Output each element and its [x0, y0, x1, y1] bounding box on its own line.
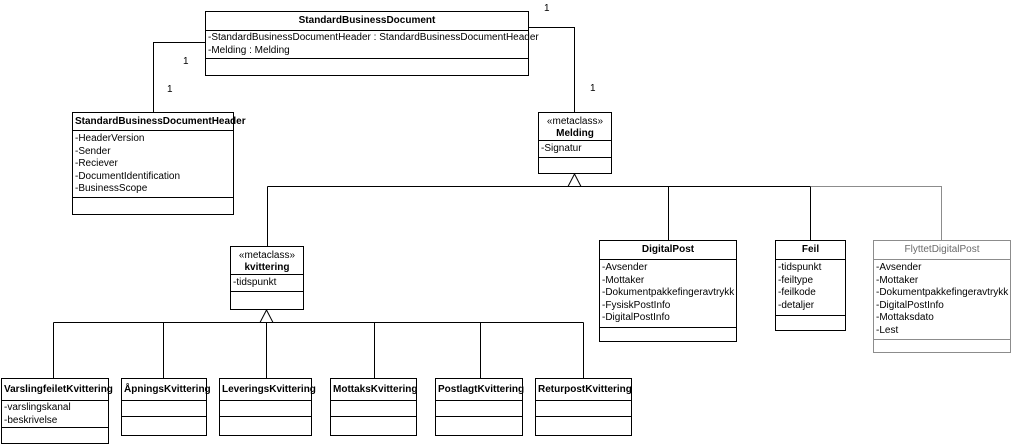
multiplicity-header-target: 1: [167, 84, 173, 95]
class-returpost-kvittering[interactable]: ReturpostKvittering: [535, 378, 632, 436]
class-name: VarslingfeiletKvittering: [4, 384, 113, 395]
attribute: -feiltype: [778, 274, 814, 286]
attribute: -Sender: [75, 145, 111, 157]
generalization-flyttet-line: [810, 186, 942, 240]
class-name: LeveringsKvittering: [222, 384, 316, 395]
class-flyttet-digital-post[interactable]: FlyttetDigitalPost -Avsender -Mottaker -…: [873, 240, 1011, 353]
class-standard-business-document[interactable]: StandardBusinessDocument -StandardBusine…: [205, 11, 539, 76]
attribute: -FysiskPostInfo: [602, 299, 671, 311]
class-melding[interactable]: «metaclass» Melding -Signatur: [538, 112, 612, 174]
class-feil[interactable]: Feil -tidspunkt -feiltype -feilkode -det…: [775, 240, 846, 331]
attribute: -tidspunkt: [778, 262, 822, 273]
class-name: StandardBusinessDocumentHeader: [75, 116, 246, 127]
class-digital-post[interactable]: DigitalPost -Avsender -Mottaker -Dokumen…: [599, 240, 737, 342]
class-name: MottaksKvittering: [333, 384, 418, 395]
attribute: -Avsender: [602, 262, 648, 273]
class-postlagt-kvittering[interactable]: PostlagtKvittering: [435, 378, 525, 436]
attribute: -Dokumentpakkefingeravtrykk: [876, 287, 1009, 299]
generalization-arrow-kvittering: [259, 308, 274, 323]
attribute: -Mottaker: [602, 274, 645, 286]
class-name: PostlagtKvittering: [438, 384, 525, 395]
attribute: -Dokumentpakkefingeravtrykk: [602, 287, 735, 299]
multiplicity-melding-target: 1: [590, 83, 596, 94]
attribute: -BusinessScope: [75, 183, 148, 195]
generalization-melding-tree: [267, 186, 811, 246]
class-leverings-kvittering[interactable]: LeveringsKvittering: [219, 378, 316, 436]
attribute: -DigitalPostInfo: [602, 312, 670, 324]
attribute: -Signatur: [541, 143, 582, 154]
class-apnings-kvittering[interactable]: ÅpningsKvittering: [121, 378, 211, 436]
stereotype-label: «metaclass»: [238, 250, 296, 261]
class-name: StandardBusinessDocument: [298, 15, 436, 26]
generalization-kvittering-tree: [53, 322, 584, 398]
attribute: -StandardBusinessDocumentHeader : Standa…: [208, 32, 539, 43]
association-sbd-header: [153, 42, 206, 112]
class-name: DigitalPost: [641, 244, 695, 255]
attribute: -Reciever: [75, 158, 118, 170]
attribute: -detaljer: [778, 299, 815, 311]
attribute: -Melding : Melding: [208, 44, 290, 56]
class-name: kvittering: [244, 262, 290, 273]
class-name: Melding: [556, 128, 594, 139]
attribute: -Mottaker: [876, 274, 919, 286]
class-kvittering[interactable]: «metaclass» kvittering -tidspunkt: [230, 246, 304, 310]
generalization-arrow-melding: [567, 172, 582, 187]
class-name: FlyttetDigitalPost: [904, 244, 980, 255]
attribute: -DigitalPostInfo: [876, 299, 944, 311]
class-name: ÅpningsKvittering: [124, 384, 211, 395]
multiplicity-sbd-melding-source: 1: [544, 3, 550, 14]
class-mottaks-kvittering[interactable]: MottaksKvittering: [330, 378, 417, 436]
attribute: -feilkode: [778, 287, 816, 299]
attribute: -Lest: [876, 324, 899, 336]
class-standard-business-document-header[interactable]: StandardBusinessDocumentHeader -HeaderVe…: [72, 112, 246, 215]
attribute: -HeaderVersion: [75, 133, 145, 144]
class-varslingfeilet-kvittering[interactable]: VarslingfeiletKvittering -varslingskanal…: [1, 378, 113, 444]
stereotype-label: «metaclass»: [546, 116, 604, 127]
class-name: Feil: [801, 244, 820, 255]
class-name: ReturpostKvittering: [538, 384, 632, 395]
multiplicity-sbd-header-source: 1: [183, 56, 189, 67]
attribute: -DocumentIdentification: [75, 170, 181, 182]
attribute: -varslingskanal: [4, 402, 71, 413]
attribute: -tidspunkt: [233, 277, 277, 288]
attribute: -Mottaksdato: [876, 312, 934, 324]
attribute: -Avsender: [876, 262, 922, 273]
association-sbd-melding: [529, 27, 575, 112]
attribute: -beskrivelse: [4, 414, 58, 426]
